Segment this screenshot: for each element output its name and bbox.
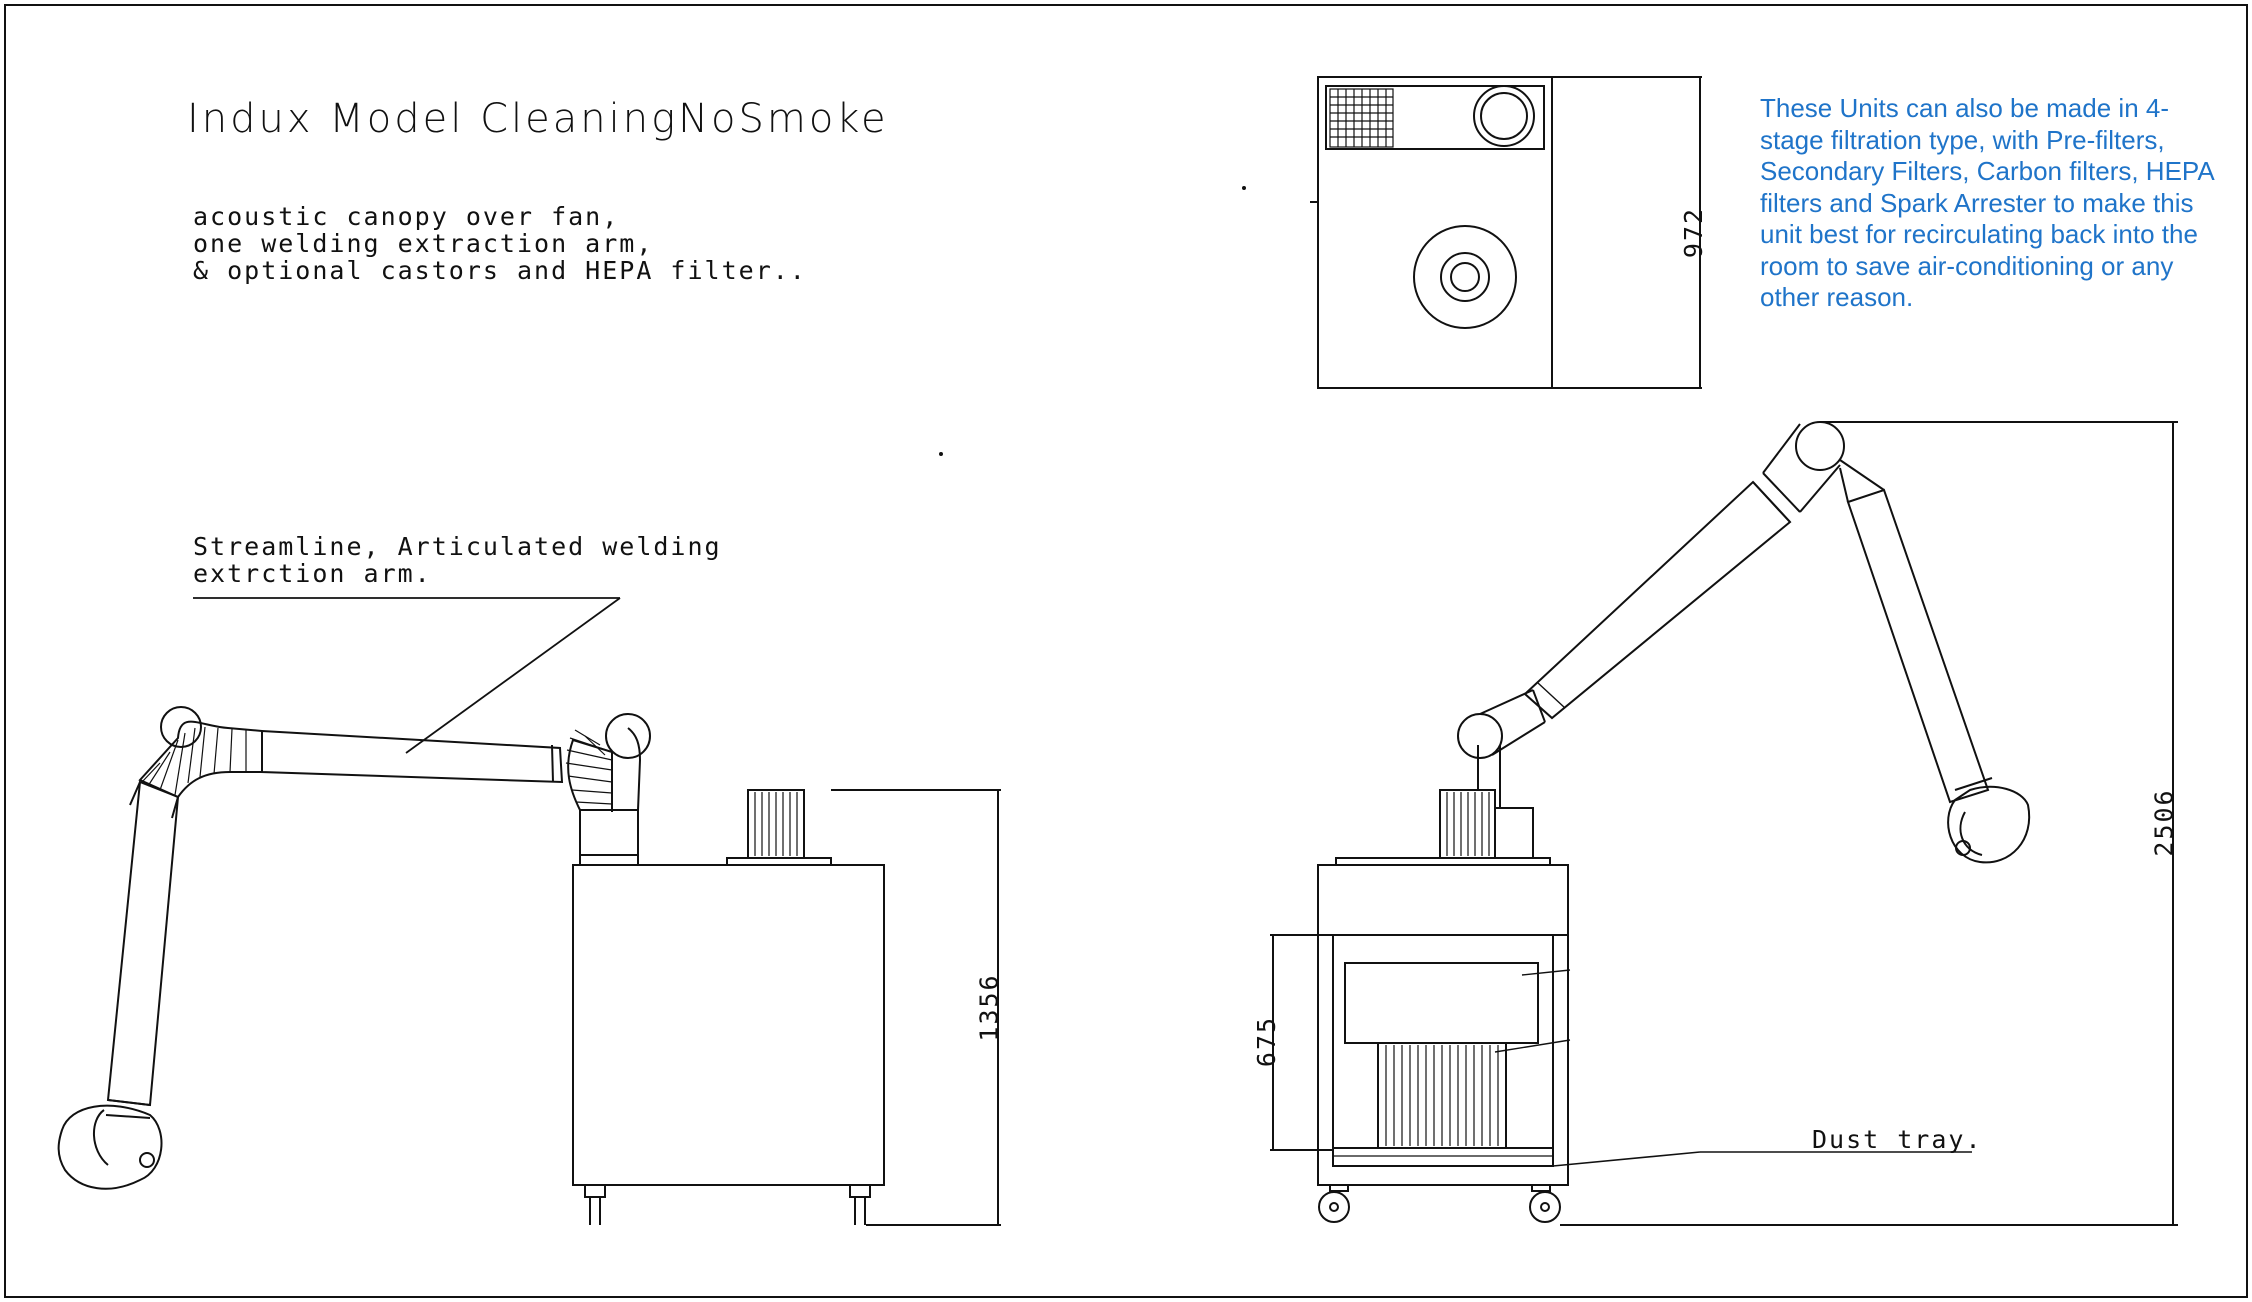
description-line: one welding extraction arm, [193, 229, 654, 258]
front-view-unit [1270, 745, 1972, 1223]
filtration-note: These Units can also be made in 4-stage … [1760, 93, 2214, 312]
description-line: & optional castors and HEPA filter.. [193, 256, 807, 285]
arm-label-line: extrction arm. [193, 559, 432, 588]
plan-view [1310, 76, 1702, 389]
dimension-side-height: 1356 [974, 973, 1004, 1042]
dimension-front-cabinet-height: 675 [1252, 1015, 1282, 1068]
plan-grille [1329, 88, 1394, 148]
side-view-unit [572, 789, 1001, 1226]
dust-tray-label: Dust tray. [1812, 1125, 1983, 1154]
dimension-plan-depth: 972 [1679, 206, 1709, 259]
unit-description: acoustic canopy over fan,one welding ext… [193, 203, 807, 284]
sheet-border [4, 4, 2248, 1298]
side-view-arm [57, 597, 651, 1190]
description-line: acoustic canopy over fan, [193, 202, 620, 231]
front-view-arm [1457, 421, 2178, 1226]
drawing-title: Indux Model CleaningNoSmoke [187, 96, 889, 142]
arm-label-line: Streamline, Articulated welding [193, 532, 722, 561]
dimension-overall-height: 2506 [2149, 788, 2179, 857]
